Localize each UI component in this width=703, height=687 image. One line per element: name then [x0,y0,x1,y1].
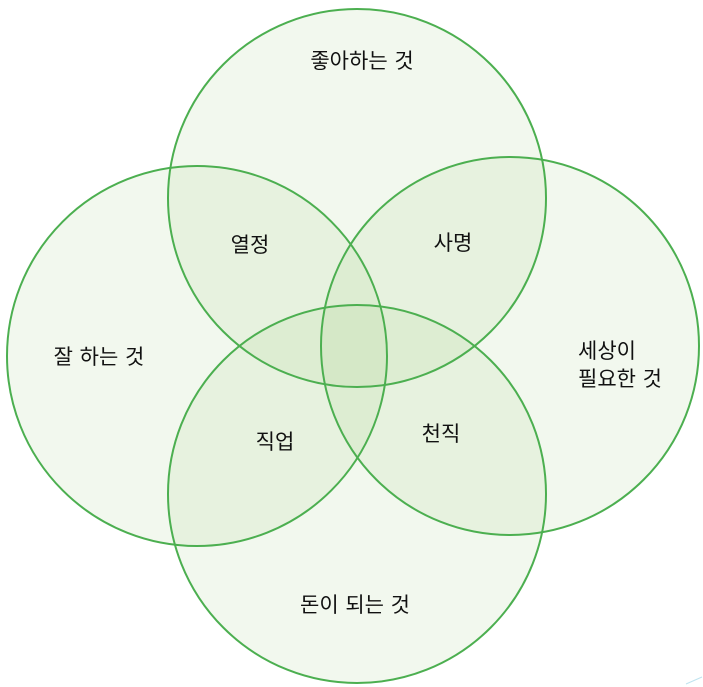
label-top-likes: 좋아하는 것 [310,49,413,73]
outline-top-likes [167,8,547,388]
outline-bottom-paid-for [167,304,547,684]
circle-outlines [6,8,700,684]
label-overlap-passion: 열정 [231,233,270,257]
label-right-world-needs-line1: 세상이 [578,339,636,363]
circle-fills [7,9,699,683]
label-overlap-vocation: 천직 [422,422,461,446]
label-overlap-profession: 직업 [256,430,295,454]
circle-right-world-needs [321,157,699,535]
circle-left-good-at [7,166,387,546]
label-right-world-needs-line2: 필요한 것 [578,367,662,391]
outline-left-good-at [6,165,388,547]
outline-right-world-needs [320,156,700,536]
circle-bottom-paid-for [168,305,546,683]
label-bottom-paid-for: 돈이 되는 것 [300,593,410,617]
label-left-good-at: 잘 하는 것 [54,345,145,369]
corner-mark [685,676,703,685]
label-overlap-mission: 사명 [434,231,473,255]
circle-top-likes [168,9,546,387]
